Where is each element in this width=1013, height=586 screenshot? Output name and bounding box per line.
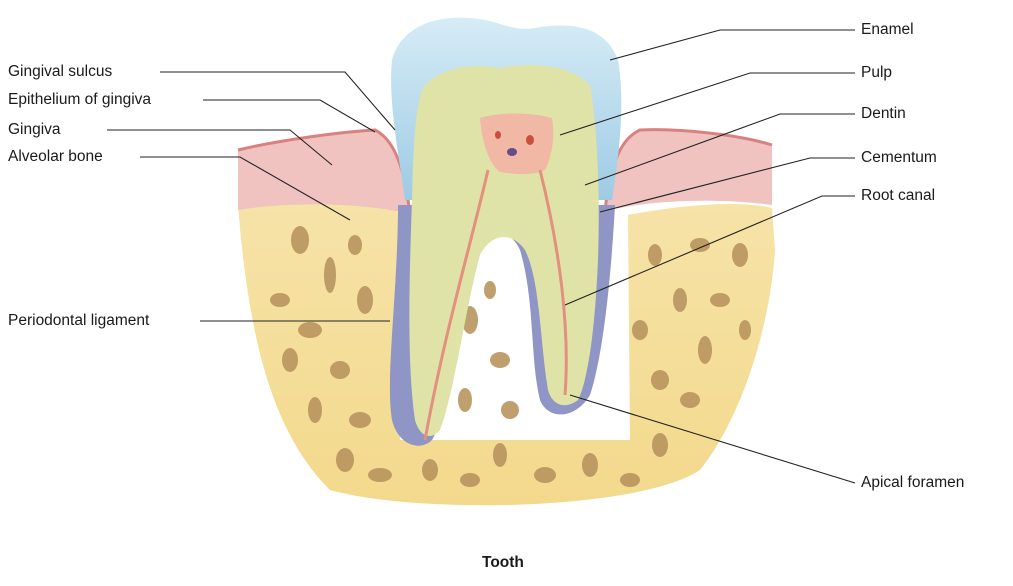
figure-caption: Tooth: [482, 554, 524, 572]
label-gingival-sulcus: Gingival sulcus: [8, 63, 112, 81]
label-enamel: Enamel: [861, 21, 914, 39]
label-dentin: Dentin: [861, 105, 906, 123]
pulp-vessel: [507, 148, 517, 156]
label-root-canal: Root canal: [861, 187, 935, 205]
label-periodontal-ligament: Periodontal ligament: [8, 312, 149, 330]
gingiva-left: [238, 130, 410, 215]
label-epithelium-of-gingiva: Epithelium of gingiva: [8, 91, 151, 109]
label-pulp: Pulp: [861, 64, 892, 82]
label-cementum: Cementum: [861, 149, 937, 167]
gingiva-right: [605, 130, 772, 210]
label-apical-foramen: Apical foramen: [861, 474, 964, 492]
label-gingiva: Gingiva: [8, 121, 61, 139]
label-alveolar-bone: Alveolar bone: [8, 148, 103, 166]
